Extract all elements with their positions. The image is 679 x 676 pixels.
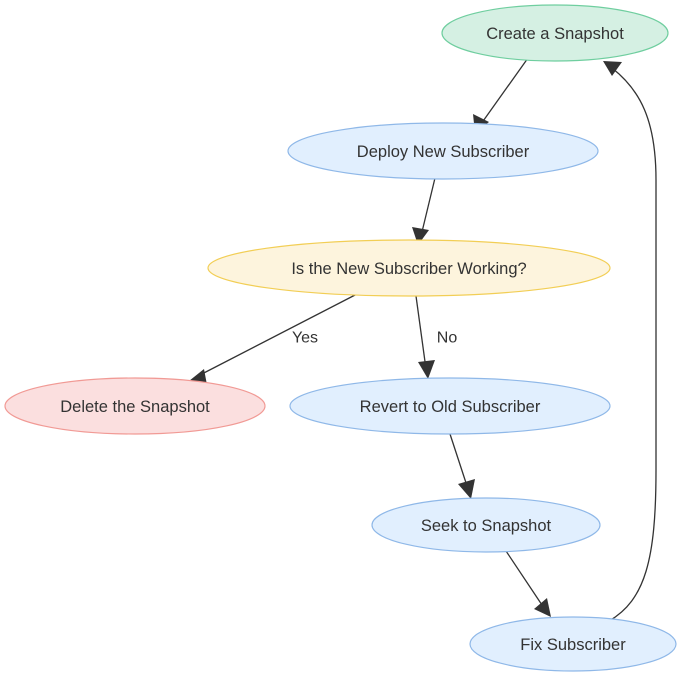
arrowhead-icon: [603, 61, 622, 76]
node-revert-to-old-subscriber[interactable]: Revert to Old Subscriber: [289, 377, 611, 435]
node-fix-subscriber[interactable]: Fix Subscriber: [469, 616, 677, 672]
node-label-revert-to-old-subscriber: Revert to Old Subscriber: [360, 398, 541, 416]
edge-fix-to-create: [603, 61, 657, 622]
node-shape[interactable]: [441, 4, 669, 62]
edge-deploy-to-decision: [412, 177, 436, 245]
node-create-snapshot[interactable]: Create a Snapshot: [441, 4, 669, 62]
arrowhead-icon: [418, 360, 435, 379]
edge-seek-to-fix: [505, 550, 551, 617]
edge-revert-to-seek: [449, 433, 475, 499]
node-seek-to-snapshot[interactable]: Seek to Snapshot: [371, 497, 601, 553]
edge-create-to-deploy: [473, 57, 529, 133]
edge-line: [505, 550, 545, 609]
node-label-delete-the-snapshot: Delete the Snapshot: [60, 398, 210, 416]
edge-line: [608, 67, 657, 622]
node-shape[interactable]: [371, 497, 601, 553]
node-shape[interactable]: [4, 377, 266, 435]
node-shape[interactable]: [469, 616, 677, 672]
node-deploy-new-subscriber[interactable]: Deploy New Subscriber: [287, 122, 599, 180]
node-label-seek-to-snapshot: Seek to Snapshot: [421, 517, 552, 535]
node-label-is-new-subscriber-working: Is the New Subscriber Working?: [291, 260, 526, 278]
edge-decision-no-to-revert: No: [415, 295, 458, 379]
node-delete-the-snapshot[interactable]: Delete the Snapshot: [4, 377, 266, 435]
node-is-new-subscriber-working[interactable]: Is the New Subscriber Working?: [207, 239, 611, 297]
edge-line: [420, 177, 436, 237]
arrowhead-icon: [458, 479, 475, 499]
edge-line: [449, 433, 469, 490]
arrowhead-icon: [534, 598, 551, 617]
edge-decision-yes-to-delete: Yes: [189, 293, 358, 385]
edge-line: [197, 293, 358, 377]
node-shape[interactable]: [287, 122, 599, 180]
node-label-create-snapshot: Create a Snapshot: [486, 25, 624, 43]
node-shape[interactable]: [207, 239, 611, 297]
node-label-deploy-new-subscriber: Deploy New Subscriber: [357, 143, 530, 161]
edge-label-no: No: [437, 330, 458, 347]
node-shape[interactable]: [289, 377, 611, 435]
node-label-fix-subscriber: Fix Subscriber: [520, 636, 626, 654]
edge-label-yes: Yes: [292, 330, 318, 347]
edge-line: [415, 295, 427, 370]
arrowhead-icon: [412, 227, 429, 245]
edge-line: [480, 57, 529, 125]
